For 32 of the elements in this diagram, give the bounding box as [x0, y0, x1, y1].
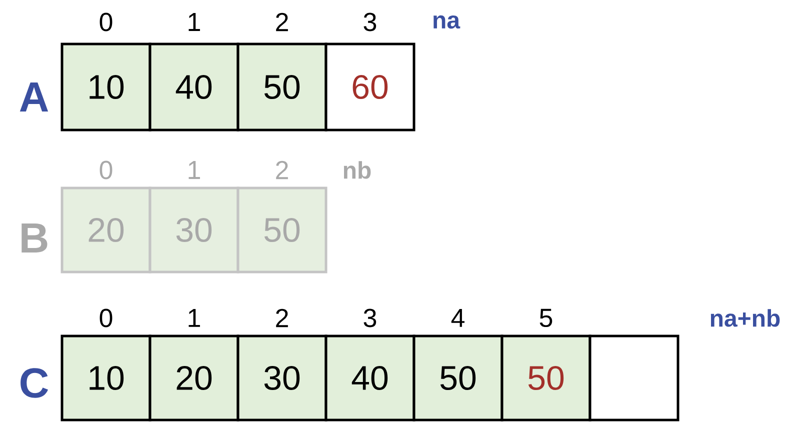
array-cell: 50	[236, 42, 328, 132]
index-number: 5	[540, 308, 552, 328]
index-number: 1	[188, 13, 200, 31]
size-label: na	[434, 15, 460, 29]
index-number: 0	[100, 308, 112, 328]
array-name: A	[20, 82, 48, 112]
array-cell: 40	[148, 42, 240, 132]
index-number: 0	[100, 12, 112, 32]
array-cell: 60	[324, 42, 416, 132]
array-cell: 50	[236, 186, 328, 274]
size-label: nb	[344, 161, 371, 179]
index-number: 3	[364, 308, 376, 328]
index-number: 2	[276, 12, 288, 32]
array-cell: 10	[60, 334, 152, 422]
array-cell: 30	[236, 334, 328, 422]
array-cell: 50	[500, 334, 592, 422]
array-name: B	[22, 224, 48, 252]
index-number: 1	[188, 161, 200, 179]
index-number: 2	[276, 160, 288, 180]
size-label: na+nb	[710, 309, 780, 327]
index-number: 2	[276, 308, 288, 328]
array-cell: 20	[148, 334, 240, 422]
index-number: 4	[451, 309, 464, 327]
array-cell: 40	[324, 334, 416, 422]
array-cell: 20	[60, 186, 152, 274]
index-number: 0	[100, 160, 112, 180]
index-number: 1	[188, 309, 200, 327]
array-name: C	[20, 368, 48, 398]
array-cell: 30	[148, 186, 240, 274]
index-number: 3	[364, 12, 376, 32]
array-cell: 50	[412, 334, 504, 422]
array-cell: 10	[60, 42, 152, 132]
